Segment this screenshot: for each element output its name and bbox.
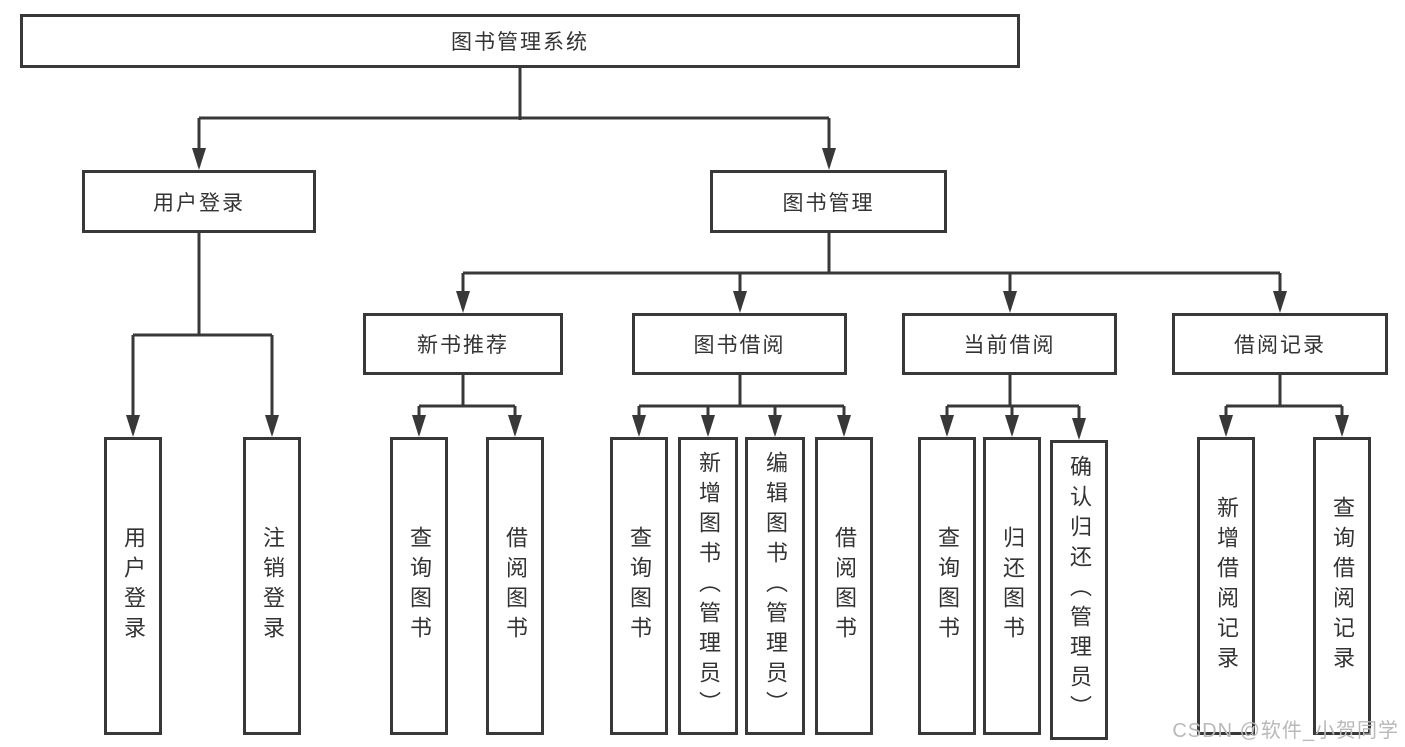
leaf-return-books: 归还图书	[983, 437, 1041, 735]
arrowhead	[192, 148, 206, 170]
node-label: 借阅记录	[1234, 334, 1326, 357]
leaf-user-login: 用户登录	[104, 437, 162, 735]
leaf-add-borrow-record: 新增借阅记录	[1197, 437, 1255, 735]
arrowhead	[1003, 291, 1017, 313]
node-label: 用户登录	[153, 191, 245, 215]
connector-lines	[131, 68, 1344, 436]
leaf-query-books-2: 查询图书	[610, 437, 668, 735]
leaf-query-books-1: 查询图书	[390, 437, 448, 735]
leaf-label: 查询图书	[407, 526, 432, 646]
node-label: 图书管理系统	[451, 31, 589, 54]
leaf-query-books-3: 查询图书	[918, 437, 976, 735]
arrowhead	[822, 148, 836, 170]
leaf-logout: 注销登录	[243, 437, 301, 735]
leaf-label: 查询图书	[935, 526, 960, 646]
node-new-book-recommend: 新书推荐	[363, 313, 563, 375]
leaf-borrow-books-2: 借阅图书	[815, 437, 873, 735]
node-label: 图书借阅	[693, 334, 786, 357]
arrowhead	[733, 291, 747, 313]
leaf-label: 借阅图书	[503, 526, 528, 646]
leaf-label: 查询借阅记录	[1330, 496, 1355, 676]
node-user-login-branch: 用户登录	[82, 170, 316, 233]
node-book-management: 图书管理	[710, 170, 947, 233]
leaf-label: 新增图书（管理员）	[696, 451, 721, 721]
arrowhead	[1273, 291, 1287, 313]
leaf-label: 用户登录	[121, 526, 146, 646]
arrowhead	[768, 415, 782, 437]
node-label: 新书推荐	[417, 334, 509, 357]
leaf-label: 借阅图书	[832, 526, 857, 646]
arrowhead	[701, 415, 715, 437]
arrowhead	[632, 415, 646, 437]
arrowhead	[412, 415, 426, 437]
leaf-label: 归还图书	[1000, 526, 1025, 646]
leaf-borrow-books-1: 借阅图书	[486, 437, 544, 735]
arrowhead	[1005, 415, 1019, 437]
node-root-library-system: 图书管理系统	[20, 14, 1020, 68]
arrowhead	[940, 415, 954, 437]
leaf-label: 新增借阅记录	[1214, 496, 1239, 676]
node-label: 当前借阅	[963, 334, 1056, 357]
arrowhead	[126, 415, 140, 437]
leaf-label: 确认归还（管理员）	[1067, 455, 1092, 725]
leaf-label: 编辑图书（管理员）	[763, 451, 788, 721]
arrowhead	[508, 415, 522, 437]
leaf-edit-books-admin: 编辑图书（管理员）	[745, 437, 805, 735]
node-borrowing-records: 借阅记录	[1172, 313, 1388, 375]
arrowhead	[265, 415, 279, 437]
arrowhead	[837, 415, 851, 437]
arrowhead	[1335, 415, 1349, 437]
leaf-query-borrow-record: 查询借阅记录	[1313, 437, 1371, 735]
leaf-add-books-admin: 新增图书（管理员）	[678, 437, 738, 735]
arrowhead	[1072, 418, 1086, 440]
arrowhead	[1219, 415, 1233, 437]
node-current-borrowing: 当前借阅	[902, 313, 1117, 375]
node-label: 图书管理	[782, 191, 875, 215]
leaf-label: 注销登录	[260, 526, 285, 646]
arrowheads	[126, 148, 1349, 440]
arrowhead	[456, 291, 470, 313]
leaf-label: 查询图书	[627, 526, 652, 646]
csdn-watermark: CSDN @软件_小贺同学	[1172, 720, 1399, 742]
leaf-confirm-return-admin: 确认归还（管理员）	[1050, 440, 1108, 740]
node-book-borrowing: 图书借阅	[632, 313, 847, 375]
